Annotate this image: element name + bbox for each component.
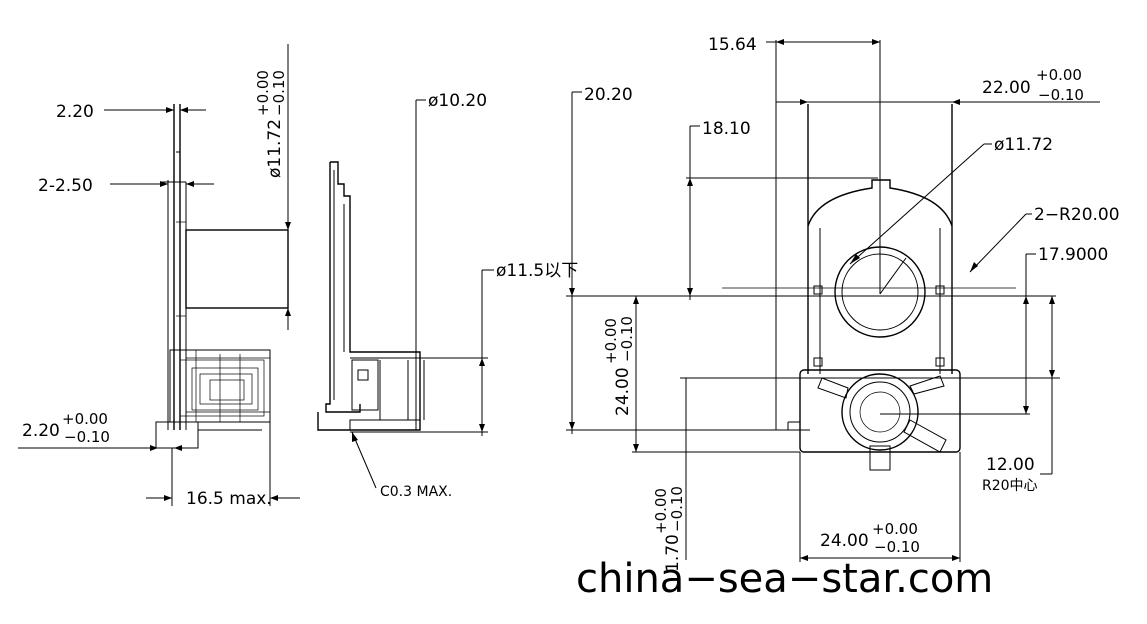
dim-right-24h-tol-plus: +0.00 <box>872 520 918 538</box>
dim-left-dia-tol-minus: −0.10 <box>270 70 288 116</box>
dim-left-bottom-2-20: 2.20 <box>22 421 60 441</box>
dim-left-2-20: 2.20 <box>56 102 94 122</box>
dim-left-2-2-50: 2-2.50 <box>38 176 93 196</box>
dim-right-170-tol-minus: −0.10 <box>668 486 686 532</box>
left-side-view <box>18 44 300 506</box>
dim-mid-dia-11-5: ø11.5以下 <box>496 261 578 281</box>
dim-right-24-00-v: 24.00 <box>613 367 633 416</box>
front-view <box>566 39 1100 562</box>
dim-right-24h-tol-minus: −0.10 <box>874 538 920 556</box>
middle-side-view <box>317 99 494 489</box>
dim-left-dia-tol-plus: +0.00 <box>254 70 272 116</box>
dim-left-bottom-tol-minus: −0.10 <box>64 428 110 446</box>
dim-left-dia-11-72: ø11.72 <box>265 119 285 178</box>
dim-right-radius: 2−R20.00 <box>1034 205 1120 225</box>
dim-right-24-00-h: 24.00 <box>820 531 869 551</box>
dim-right-15-64: 15.64 <box>708 35 757 55</box>
dim-mid-chamfer: C0.3 MAX. <box>380 484 452 500</box>
dim-right-17-9000: 17.9000 <box>1038 245 1108 265</box>
dim-left-16-5: 16.5 max. <box>186 489 272 509</box>
dim-left-bottom-tol-plus: +0.00 <box>62 410 108 428</box>
dim-right-22-tol-minus: −0.10 <box>1038 86 1084 104</box>
dim-right-18-10: 18.10 <box>702 119 751 139</box>
dim-right-r20-center: R20中心 <box>982 478 1038 494</box>
dim-mid-dia-10-20: ø10.20 <box>428 91 487 111</box>
dim-right-dia-11-72: ø11.72 <box>994 135 1053 155</box>
dim-right-12-00: 12.00 <box>986 455 1035 475</box>
dim-right-170-tol-plus: +0.00 <box>652 488 670 534</box>
dim-right-20-20: 20.20 <box>584 85 633 105</box>
dim-right-24v-tol-minus: −0.10 <box>618 316 636 362</box>
dim-right-22-tol-plus: +0.00 <box>1036 66 1082 84</box>
dim-right-22-00: 22.00 <box>982 78 1031 98</box>
watermark: china−sea−star.com <box>576 556 993 602</box>
dim-right-1-70: 1.70 <box>663 534 683 572</box>
dim-right-24v-tol-plus: +0.00 <box>602 318 620 364</box>
